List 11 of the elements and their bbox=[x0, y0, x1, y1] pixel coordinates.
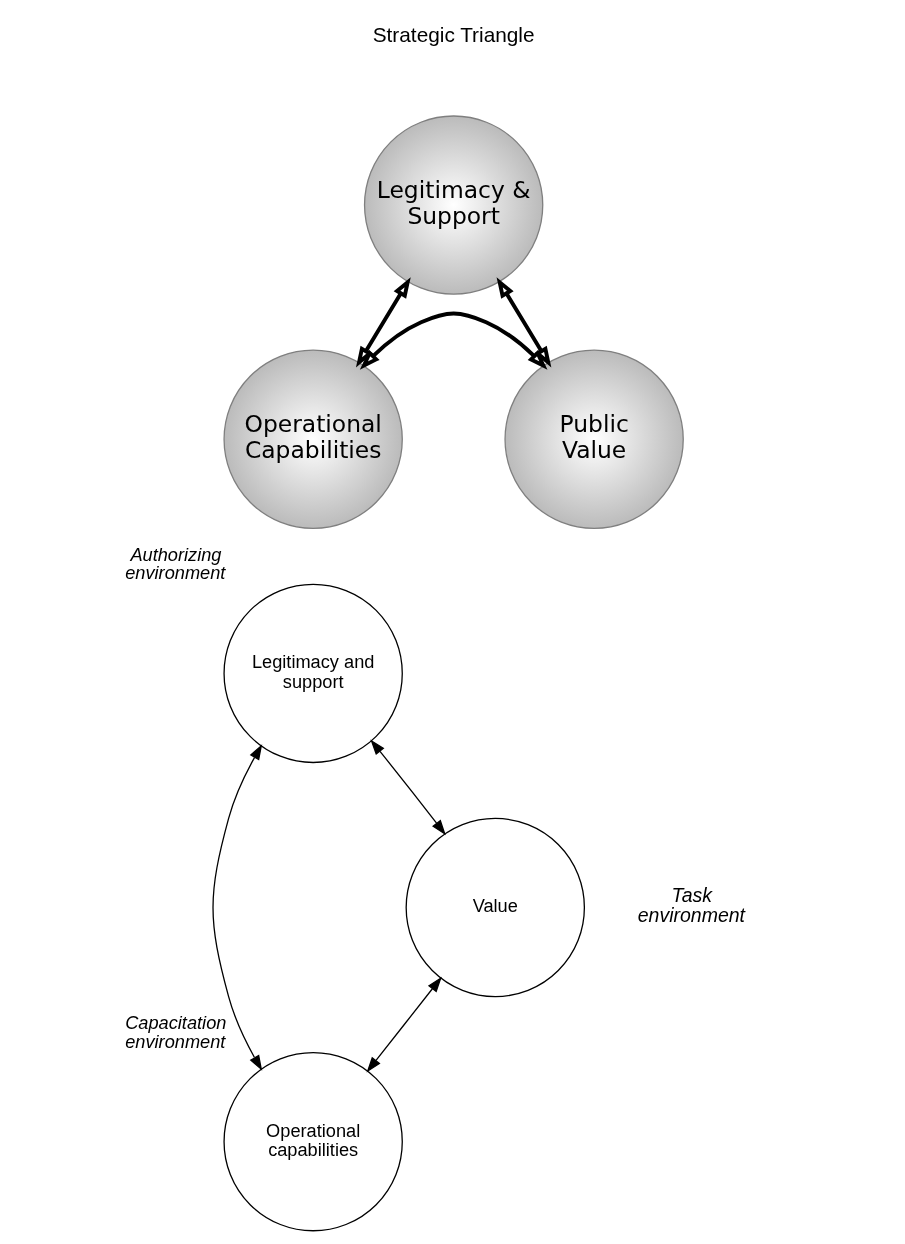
label: Strategic Triangle bbox=[372, 22, 535, 46]
node-label: Task environment bbox=[637, 884, 745, 926]
node-label: Capacitation environment bbox=[124, 1013, 226, 1052]
arrow bbox=[355, 277, 411, 368]
arrow bbox=[359, 311, 547, 370]
arrow bbox=[369, 739, 446, 836]
arrow bbox=[496, 277, 551, 368]
node-circle: Legitimacy & Support bbox=[363, 115, 543, 295]
arrow bbox=[366, 976, 442, 1073]
arrow bbox=[211, 744, 262, 1071]
node-label: Authorizing environment bbox=[124, 545, 225, 584]
